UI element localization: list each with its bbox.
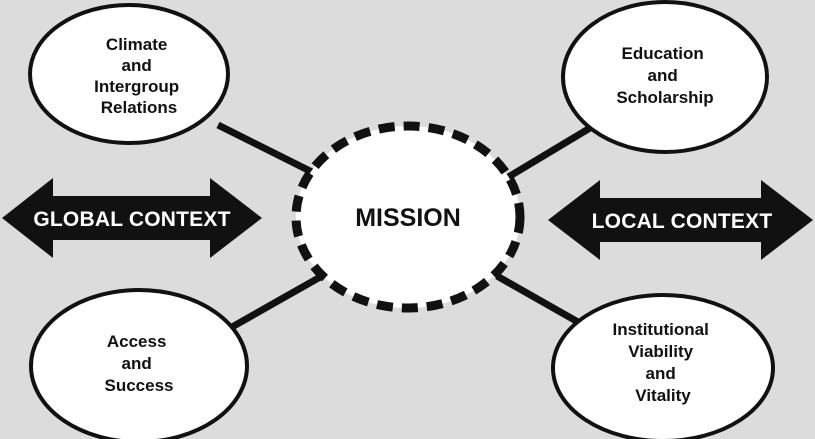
svg-text:Education and Scho: Education and Scholarship xyxy=(616,44,713,107)
connector-top-right xyxy=(498,124,592,186)
node-top-left-line-1: Climate xyxy=(106,35,167,54)
node-bottom-right: Institutional Viability and Vitality xyxy=(551,293,775,439)
svg-text:Climate and Interg: Climate and Intergroup Relations xyxy=(94,35,184,117)
node-bottom-left: Access and Success xyxy=(29,288,249,439)
node-top-left-line-2: and xyxy=(122,56,152,75)
node-bottom-right-line-4: Vitality xyxy=(635,386,691,405)
node-bottom-right-line-1: Institutional xyxy=(612,320,708,339)
node-bottom-left-line-3: Success xyxy=(105,376,174,395)
node-bottom-right-line-2: Viability xyxy=(628,342,693,361)
svg-text:Institutional Viability: Institutional Viability and Vitality xyxy=(612,320,713,405)
node-top-right-line-2: and xyxy=(648,66,678,85)
node-bottom-right-line-3: and xyxy=(646,364,676,383)
global-context-arrow: GLOBAL CONTEXT xyxy=(2,178,262,258)
connector-top-left xyxy=(216,121,320,179)
mission-node: MISSION xyxy=(291,121,525,313)
node-bottom-left-line-2: and xyxy=(122,354,152,373)
node-top-right-line-1: Education xyxy=(622,44,704,63)
node-top-right: Education and Scholarship xyxy=(561,0,769,154)
node-bottom-left-line-1: Access xyxy=(107,332,167,351)
node-top-left: Climate and Intergroup Relations xyxy=(28,3,230,145)
global-context-label: GLOBAL CONTEXT xyxy=(33,208,230,231)
connector-bottom-right xyxy=(495,272,580,326)
local-context-label: LOCAL CONTEXT xyxy=(592,210,773,233)
node-top-right-line-3: Scholarship xyxy=(616,88,713,107)
local-context-arrow: LOCAL CONTEXT xyxy=(548,180,813,260)
node-top-left-line-4: Relations xyxy=(101,98,178,117)
svg-text:Access and Success: Access and Success xyxy=(105,332,174,395)
connector-bottom-left xyxy=(230,272,324,331)
mission-label: MISSION xyxy=(355,204,461,232)
node-top-left-line-3: Intergroup xyxy=(94,77,179,96)
